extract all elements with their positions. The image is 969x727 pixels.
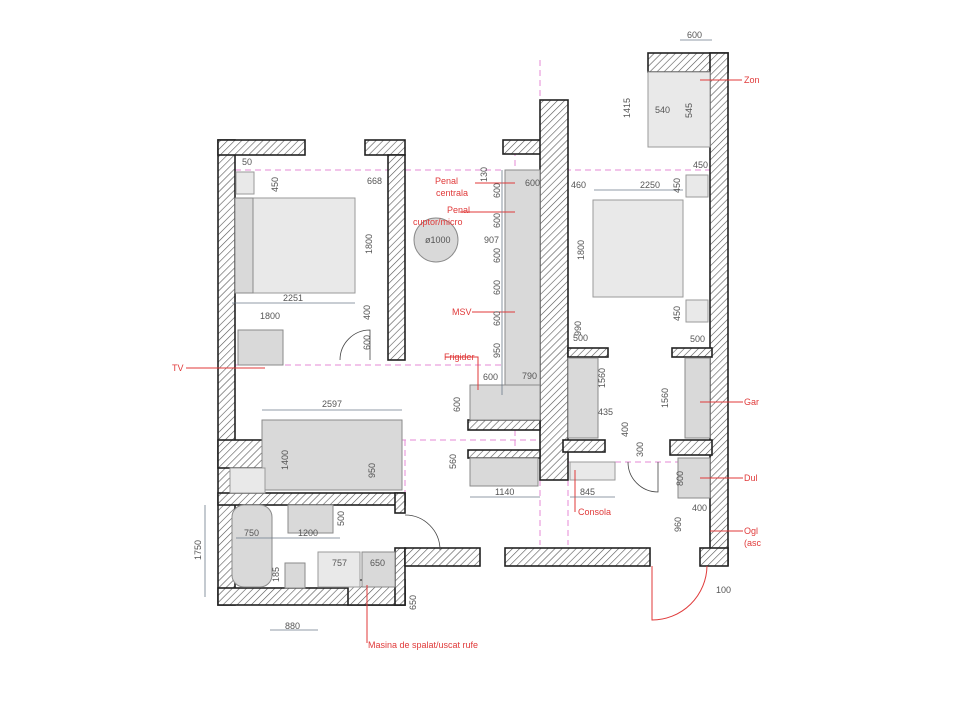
dim: 1400: [280, 450, 290, 470]
dim: 1800: [364, 234, 374, 254]
dim: 600: [492, 280, 502, 295]
dim: 2597: [322, 399, 342, 409]
dim: 600: [492, 213, 502, 228]
wardrobe-left: [567, 357, 599, 439]
wardrobe-right: [684, 357, 711, 439]
dim: 1415: [622, 98, 632, 118]
dimension-lines: [204, 39, 712, 631]
sofa: [261, 419, 403, 491]
dim: 600: [452, 397, 462, 412]
dim: 1800: [260, 311, 280, 321]
label-tv: TV: [172, 363, 184, 373]
dim: 450: [270, 177, 280, 192]
nightstand: [235, 171, 255, 195]
dim: 450: [672, 306, 682, 321]
dim: 2250: [640, 180, 660, 190]
doors: [339, 329, 708, 621]
dim: 845: [580, 487, 595, 497]
label-masina-spalat: Masina de spalat/uscat rufe: [368, 640, 478, 650]
label-msv: MSV: [452, 307, 472, 317]
bed-right: [592, 199, 684, 298]
furniture: [229, 71, 711, 589]
consola: [569, 461, 616, 481]
dim: 545: [684, 103, 694, 118]
walls: [217, 52, 729, 606]
washing-machine: [361, 551, 396, 588]
toilet: [284, 562, 306, 589]
dim: 100: [716, 585, 731, 595]
dim: 1140: [495, 487, 514, 497]
dim: 1560: [660, 388, 670, 408]
label-penal-cuptor: Penal: [447, 205, 470, 215]
dim: 540: [655, 105, 670, 115]
dim: 1800: [576, 240, 586, 260]
dim: 600: [492, 183, 502, 198]
dim: 400: [620, 422, 630, 437]
dim: 668: [367, 176, 382, 186]
label-oglinda: Ogl: [744, 526, 758, 536]
dim: 650: [370, 558, 385, 568]
dim: 300: [635, 442, 645, 457]
svg-text:cuptor/micro: cuptor/micro: [413, 217, 463, 227]
wc-zone: [647, 71, 711, 148]
dim: 880: [285, 621, 300, 631]
nightstand-right: [685, 174, 709, 198]
bathtub: [231, 504, 273, 588]
bed-left: [234, 197, 356, 294]
kitchen-counter: [504, 169, 541, 396]
dim: 600: [525, 178, 540, 188]
dim: 435: [598, 407, 613, 417]
dim: 400: [362, 305, 372, 320]
svg-text:centrala: centrala: [436, 188, 468, 198]
svg-text:(asc: (asc: [744, 538, 762, 548]
dim: 950: [367, 463, 377, 478]
dim: 400: [692, 503, 707, 513]
dim: 1200: [298, 528, 318, 538]
dim: 600: [483, 372, 498, 382]
dim: 500: [573, 333, 588, 343]
dim: 600: [687, 30, 702, 40]
dim: 600: [362, 335, 372, 350]
dim: 560: [448, 454, 458, 469]
dim: 950: [492, 343, 502, 358]
dimension-labels: 600 1415 540 545 668 450 50 130 600 460 …: [193, 30, 731, 631]
label-consola: Consola: [578, 507, 611, 517]
label-penal-centrala: Penal: [435, 176, 458, 186]
dim: 750: [244, 528, 259, 538]
dim: 450: [693, 160, 708, 170]
dim: 1750: [193, 540, 203, 560]
dim: 600: [492, 248, 502, 263]
dim: 500: [336, 511, 346, 526]
label-frigider: Frigider: [444, 352, 475, 362]
shower: [317, 551, 361, 588]
dim: 130: [479, 167, 489, 182]
dining-table: [413, 217, 459, 263]
dim: 600: [492, 311, 502, 326]
dim: 990: [573, 321, 583, 336]
dim: 450: [672, 178, 682, 193]
label-zona: Zon: [744, 75, 760, 85]
dim: 500: [690, 334, 705, 344]
dim: 800: [675, 471, 685, 486]
dim: 907: [484, 235, 499, 245]
fridge-counter: [469, 384, 541, 421]
dim: 790: [522, 371, 537, 381]
annotations: Zon Penal centrala Penal cuptor/micro MS…: [172, 75, 762, 650]
dim: ø1000: [425, 235, 451, 245]
dim: 757: [332, 558, 347, 568]
dim: 960: [673, 517, 683, 532]
label-garderoba: Gar: [744, 397, 759, 407]
dim: 50: [242, 157, 252, 167]
dim: 460: [571, 180, 586, 190]
dim: 650: [408, 595, 418, 610]
dim: 2251: [283, 293, 303, 303]
sink: [287, 504, 334, 534]
tv-unit: [237, 329, 284, 366]
dim: 1560: [597, 368, 607, 388]
dim: 185: [271, 567, 281, 582]
label-dulap: Dul: [744, 473, 758, 483]
